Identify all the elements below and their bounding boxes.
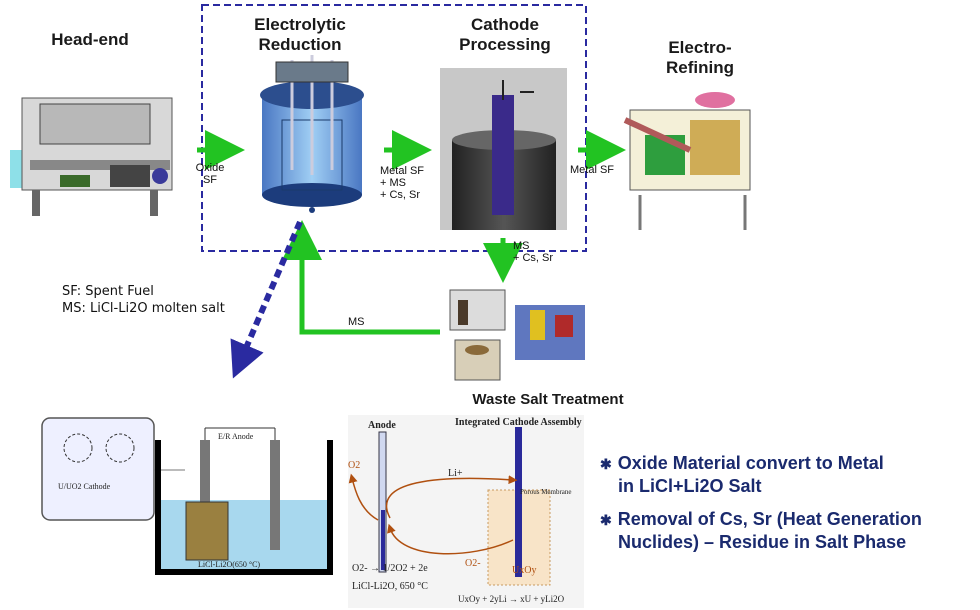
ms-line: MS — [513, 240, 530, 252]
er-title-line2: Reduction — [258, 35, 342, 54]
refining-title-line1: Electro- — [668, 38, 732, 57]
er-title-line1: Electrolytic — [254, 15, 346, 34]
metal-ms-line2: + MS — [380, 177, 406, 189]
cp-title-line1: Cathode — [471, 15, 539, 34]
note1-line2: in LiCl+Li2O Salt — [618, 476, 762, 496]
cathode-box-caption: U/UO2 Cathode — [58, 482, 111, 491]
note2-line2: Nuclides) – Residue in Salt Phase — [618, 532, 907, 552]
metal-ms-line3: + Cs, Sr — [380, 189, 421, 201]
arrow-ms-return — [282, 220, 440, 335]
cathode-processor-image — [440, 68, 567, 230]
note2-line1: Removal of Cs, Sr (Heat Generation — [617, 509, 922, 529]
membrane-label: Porous Membrane — [520, 488, 572, 496]
waste-salt-title: Waste Salt Treatment — [472, 391, 624, 408]
note-cs-sr-removal: ✱ Removal of Cs, Sr (Heat Generation Nucl… — [600, 508, 922, 553]
anode-label: Anode — [368, 420, 396, 431]
arrow-to-schematic — [230, 220, 303, 379]
oxide-sf-label: Oxide SF — [190, 162, 230, 186]
electro-refining-title: Electro- Refining — [640, 38, 760, 78]
o2-minus-label: O2- — [465, 558, 481, 569]
metal-ms-label: Metal SF + MS + Cs, Sr — [380, 165, 440, 201]
assembly-label: Integrated Cathode Assembly — [455, 417, 582, 428]
legend-ms: MS: LiCl-Li2O molten salt — [62, 301, 225, 316]
note-bullet-icon: ✱ — [600, 512, 612, 528]
process-boundary-box — [201, 4, 587, 252]
electrolytic-reducer-image — [260, 55, 364, 213]
electro-refiner-image — [623, 92, 751, 230]
metal-sf-label: Metal SF — [570, 164, 615, 176]
note-oxide-conversion: ✱ Oxide Material convert to Metal in LiCl… — [600, 452, 884, 497]
cathode-assembly-schematic — [348, 415, 584, 608]
anode-reaction-label: O2- → 1/2O2 + 2e — [352, 563, 428, 574]
head-end-machine-image — [10, 97, 173, 216]
er-anode-box-label: E/R Anode — [218, 432, 254, 441]
refining-title-line2: Refining — [666, 58, 734, 77]
cs-sr-line: + Cs, Sr — [513, 252, 554, 264]
note1-line1: Oxide Material convert to Metal — [617, 453, 884, 473]
salt-label: LiCl-Li2O, 650 °C — [352, 581, 428, 592]
reactor-schematic — [41, 417, 333, 575]
head-end-title: Head-end — [51, 30, 129, 49]
o2-label: O2 — [348, 460, 361, 471]
cathode-processing-title: Cathode Processing — [440, 15, 570, 55]
cathode-reaction-label: UxOy + 2yLi → xU + yLi2O — [458, 594, 565, 604]
ms-return-label: MS — [348, 316, 365, 328]
sf-label: SF — [202, 174, 218, 186]
li-plus-label: Li+ — [448, 468, 463, 479]
uxoy-label: UxOy — [512, 565, 537, 576]
note-bullet-icon: ✱ — [600, 456, 612, 472]
ms-cs-sr-label: MS + Cs, Sr — [513, 240, 573, 264]
metal-ms-line1: Metal SF — [380, 165, 425, 177]
electrolytic-reduction-title: Electrolytic Reduction — [225, 15, 375, 55]
legend-sf: SF: Spent Fuel — [62, 284, 154, 299]
cp-title-line2: Processing — [459, 35, 551, 54]
oxide-label: Oxide — [195, 162, 225, 174]
waste-salt-equipment-image — [449, 289, 585, 381]
bath-label: LiCl-Li2O(650 °C) — [198, 560, 261, 569]
